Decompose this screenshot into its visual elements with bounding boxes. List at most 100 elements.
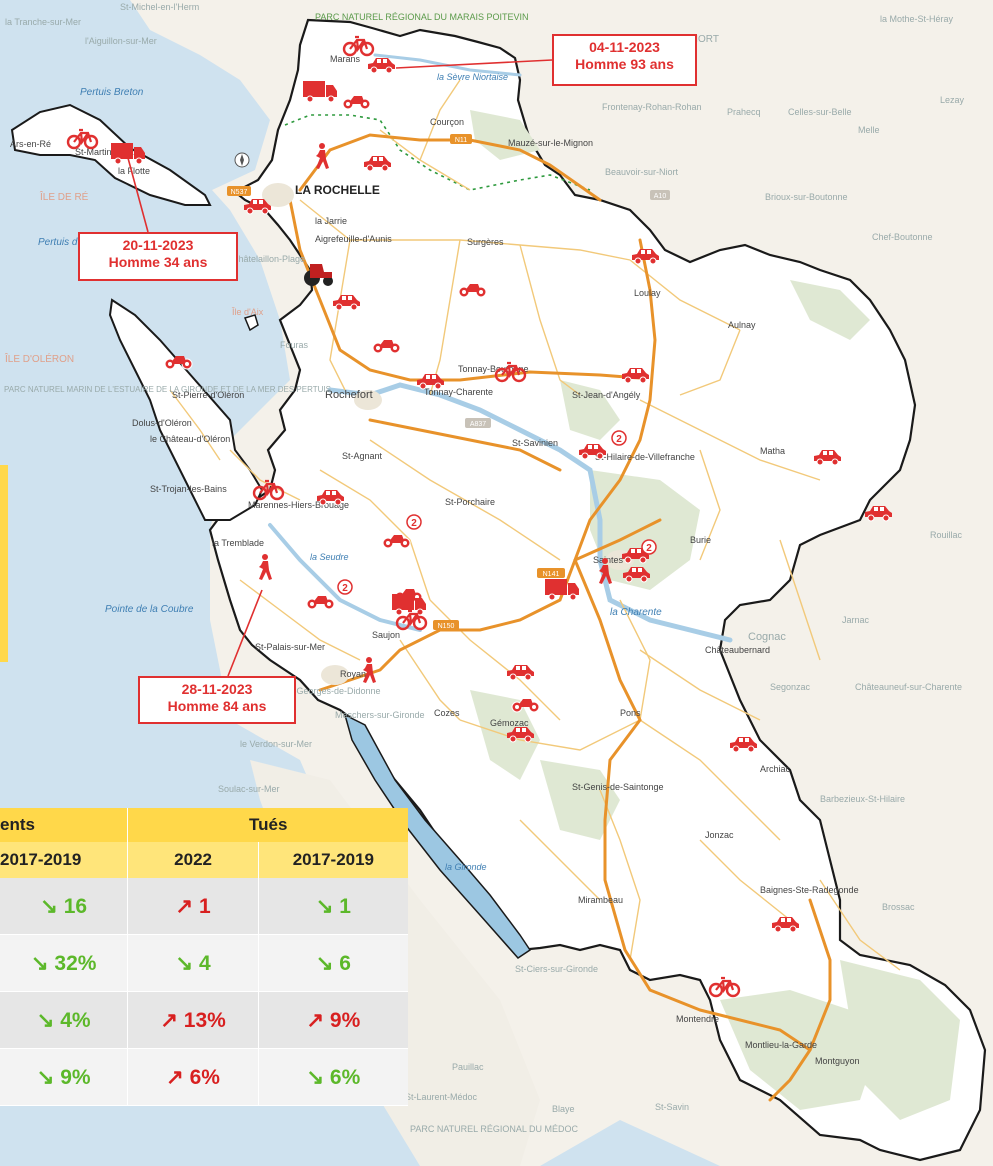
label-st-hilaire: St-Hilaire-de-Villefranche [595,452,695,462]
table-cell: ↗ 9% [257,991,408,1049]
label-baignes: Baignes-Ste-Radegonde [760,885,859,895]
label-niort: NIORT [688,34,719,45]
label-pertuis-breton: Pertuis Breton [80,87,144,98]
label-aulnay: Aulnay [728,320,756,330]
label-st-agnant: St-Agnant [342,451,383,461]
label-montendre: Montendre [676,1014,719,1024]
label-segonzac: Segonzac [770,682,811,692]
fatality-callout: 04-11-2023 Homme 93 ans [552,34,697,86]
table-cell: ↘ 16 [0,878,128,935]
label-st-ciers: St-Ciers-sur-Gironde [515,964,598,974]
road-label-a837: A837 [470,421,486,428]
label-montlieu: Montlieu-la-Garde [745,1040,817,1050]
label-barbezieux: Barbezieux-St-Hilaire [820,794,905,804]
label-pointe-coubre: Pointe de la Coubre [105,604,194,615]
road-label-a10: A10 [654,193,667,200]
label-sevre-niortaise: la Sèvre Niortaise [437,72,508,82]
label-rochefort: Rochefort [325,389,373,401]
callout-victim: Homme 84 ans [167,698,267,714]
callout-date: 28-11-2023 [181,681,253,697]
table-cell: ↗ 13% [127,991,259,1049]
label-mauze: Mauzé-sur-le-Mignon [508,138,593,148]
label-rouillac: Rouillac [930,530,963,540]
label-marans: Marans [330,54,361,64]
label-saintes: Saintes [593,555,624,565]
label-st-savinien: St-Savinien [512,438,558,448]
label-ile-de-re: ÎLE DE RÉ [39,190,89,203]
label-st-michel: St-Michel-en-l'Herm [120,2,199,12]
label-st-genis: St-Genis-de-Saintonge [572,782,664,792]
label-ile-doleron: ÎLE D'OLÉRON [4,352,74,365]
label-brioux: Brioux-sur-Boutonne [765,192,848,202]
table-row: ↘ 16 ↗ 1 ↘ 1 [0,878,408,935]
table-col-header: 2022 [127,842,259,878]
side-tab [0,465,8,662]
table-cell: ↗ 1 [127,878,259,935]
count-badge: 2 [646,543,652,554]
label-jarnac: Jarnac [842,615,870,625]
label-st-palais: St-Palais-sur-Mer [255,642,325,652]
label-mirambeau: Mirambeau [578,895,623,905]
label-parc-medoc: PARC NATUREL RÉGIONAL DU MÉDOC [410,1124,579,1134]
label-la-tranche: la Tranche-sur-Mer [5,17,81,27]
callout-date: 20-11-2023 [122,237,194,253]
label-st-trojan: St-Trojan-les-Bains [150,484,227,494]
label-st-laurent: St-Laurent-Médoc [405,1092,478,1102]
label-dolus: Dolus-d'Oléron [132,418,192,428]
label-beauvoir: Beauvoir-sur-Niort [605,167,679,177]
label-la-gironde: la Gironde [445,862,487,872]
table-col-header: 2017-2019 [0,842,128,878]
label-la-tremblade: la Tremblade [212,538,264,548]
label-chateauneuf: Châteauneuf-sur-Charente [855,682,962,692]
label-matha: Matha [760,446,785,456]
label-montguyon: Montguyon [815,1056,860,1066]
label-cozes: Cozes [434,708,460,718]
label-parc-marais: PARC NATUREL RÉGIONAL DU MARAIS POITEVIN [315,12,529,22]
table-cell: ↘ 6% [257,1048,408,1106]
label-st-porchaire: St-Porchaire [445,497,495,507]
label-tonnay-charente: Tonnay-Charente [424,387,493,397]
label-le-verdon: le Verdon-sur-Mer [240,739,312,749]
label-la-seudre: la Seudre [310,552,349,562]
label-soulac: Soulac-sur-Mer [218,784,280,794]
road-label-n150: N150 [438,623,455,630]
table-cell: ↘ 4% [0,991,128,1049]
table-cell: ↘ 4 [127,934,259,992]
fatality-callout: 20-11-2023 Homme 34 ans [78,232,238,281]
table-row: ↘ 9% ↗ 6% ↘ 6% [0,1048,408,1106]
label-brossac: Brossac [882,902,915,912]
label-pons: Pons [620,708,641,718]
label-le-chateau-oleron: le Château-d'Oléron [150,434,230,444]
label-jonzac: Jonzac [705,830,734,840]
label-melle: Melle [858,125,880,135]
label-cognac: Cognac [748,631,786,643]
table-col-header: 2017-2019 [257,842,408,878]
road-label-n537: N537 [231,189,248,196]
label-saujon: Saujon [372,630,400,640]
label-fouras: Fouras [280,340,309,350]
label-royan: Royan [340,669,366,679]
label-celles: Celles-sur-Belle [788,107,852,117]
count-badge: 2 [616,434,622,445]
label-la-charente: la Charente [610,607,662,618]
label-parc-estuaire: PARC NATUREL MARIN DE L'ESTUAIRE DE LA G… [4,385,331,394]
callout-victim: Homme 34 ans [108,254,208,270]
table-cell: ↘ 9% [0,1048,128,1106]
label-frontenay: Frontenay-Rohan-Rohan [602,102,702,112]
label-blaye: Blaye [552,1104,575,1114]
label-surgeres: Surgères [467,237,504,247]
table-cell: ↘ 32% [0,934,128,992]
label-archiac: Archiac [760,764,791,774]
label-st-pierre-oleron: St-Pierre-d'Oléron [172,390,244,400]
label-aigrefeuille: Aigrefeuille-d'Aunis [315,234,392,244]
table-group-header-left: ents [0,808,128,842]
label-la-mothe: la Mothe-St-Héray [880,14,954,24]
label-chatelaillon: Châtelaillon-Plage [232,254,305,264]
road-label-n11: N11 [455,137,467,144]
label-ars: Ars-en-Ré [10,139,51,149]
label-st-savin: St-Savin [655,1102,689,1112]
label-chateaubernard: Châteaubernard [705,645,770,655]
table-row: ↘ 32% ↘ 4 ↘ 6 [0,934,408,992]
label-lezay: Lezay [940,95,965,105]
